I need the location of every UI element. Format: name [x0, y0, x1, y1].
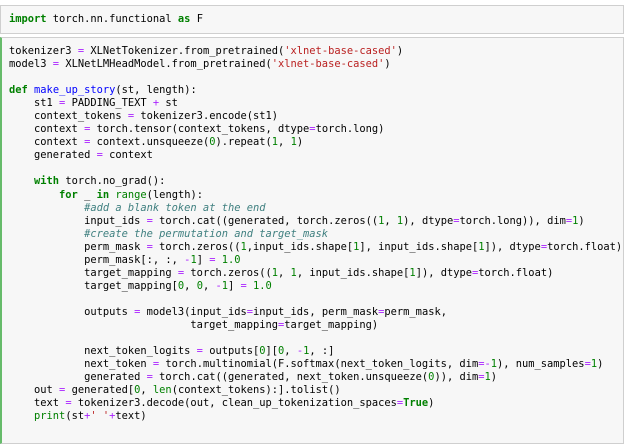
code-editor[interactable]: import torch.nn.functional as F	[9, 13, 203, 25]
code-cell-import[interactable]: import torch.nn.functional as F	[0, 5, 624, 34]
code-editor[interactable]: tokenizer3 = XLNetTokenizer.from_pretrai…	[9, 45, 623, 423]
code-cell-make-up-story[interactable]: tokenizer3 = XLNetTokenizer.from_pretrai…	[0, 37, 624, 444]
